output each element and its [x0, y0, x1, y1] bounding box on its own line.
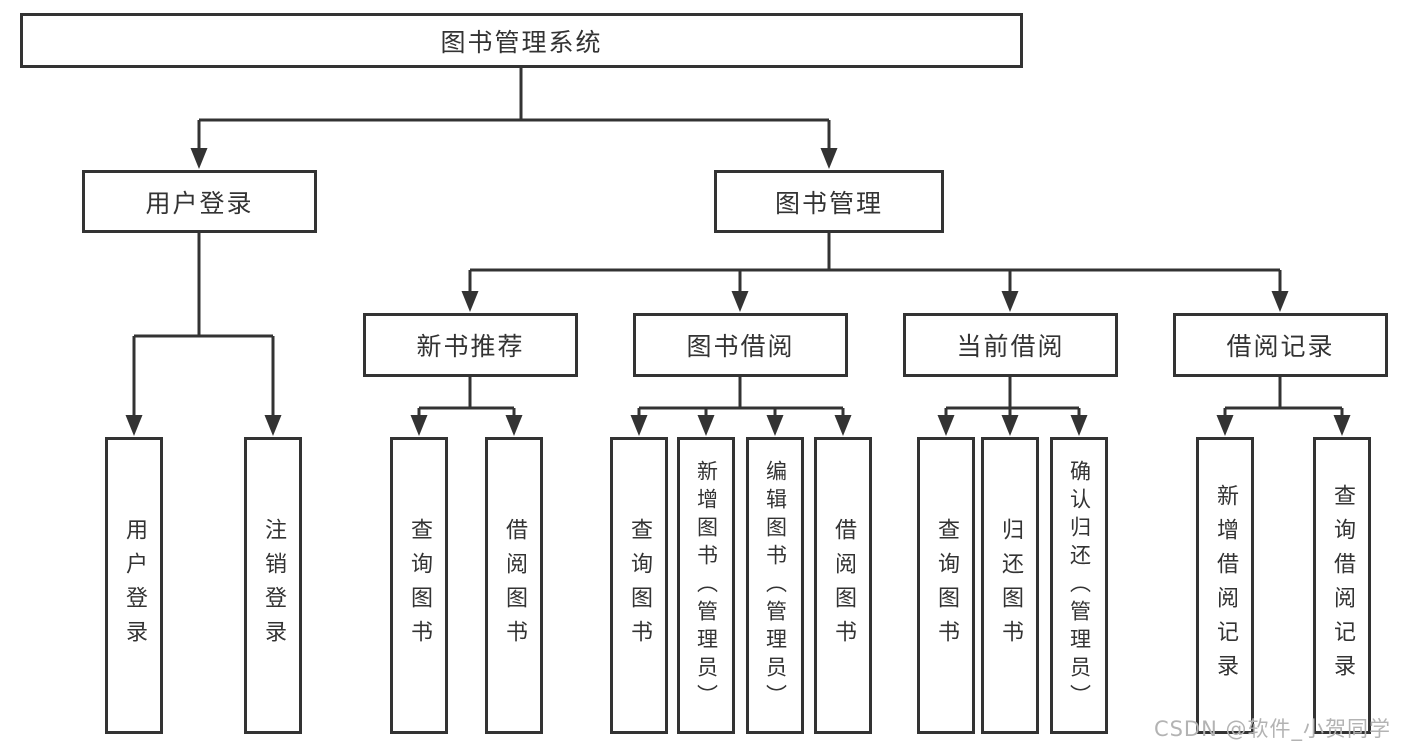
leaf-user-login-label: 用户登录 [122, 517, 147, 654]
leaf-borrow-books: 借阅图书 [814, 437, 872, 734]
node-user-login: 用户登录 [82, 170, 317, 233]
watermark-text: CSDN @软件_小贺同学 [1153, 717, 1391, 741]
node-new-book-recommend: 新书推荐 [363, 313, 578, 377]
leaf-user-login: 用户登录 [105, 437, 163, 734]
node-book-borrowing: 图书借阅 [633, 313, 848, 377]
leaf-query-books-current: 查询图书 [917, 437, 975, 734]
node-current-borrowing: 当前借阅 [903, 313, 1118, 377]
leaf-borrow-books-label: 借阅图书 [831, 517, 856, 654]
node-book-management: 图书管理 [714, 170, 944, 233]
leaf-query-books-borrow: 查询图书 [610, 437, 668, 734]
leaf-confirm-return-admin: 确认归还（管理员） [1050, 437, 1108, 734]
leaf-return-books-label: 归还图书 [998, 517, 1023, 654]
leaf-query-books-current-label: 查询图书 [934, 517, 959, 654]
node-user-login-label: 用户登录 [145, 188, 254, 218]
leaf-return-books: 归还图书 [981, 437, 1039, 734]
node-root-label: 图书管理系统 [440, 27, 603, 57]
leaf-query-books-recommend-label: 查询图书 [407, 517, 432, 654]
leaf-borrow-books-recommend: 借阅图书 [485, 437, 543, 734]
node-current-borrowing-label: 当前借阅 [956, 332, 1065, 361]
node-borrowing-records: 借阅记录 [1173, 313, 1388, 377]
leaf-add-books-admin: 新增图书（管理员） [677, 437, 735, 734]
node-book-management-label: 图书管理 [774, 188, 883, 218]
leaf-borrow-books-recommend-label: 借阅图书 [502, 517, 527, 654]
leaf-edit-books-admin-label: 编辑图书（管理员） [763, 459, 788, 712]
leaf-add-borrow-record-label: 新增借阅记录 [1213, 483, 1238, 688]
node-new-book-recommend-label: 新书推荐 [416, 332, 525, 361]
node-root: 图书管理系统 [20, 13, 1023, 68]
leaf-logout-login: 注销登录 [244, 437, 302, 734]
leaf-query-borrow-record-label: 查询借阅记录 [1330, 483, 1355, 688]
leaf-query-books-borrow-label: 查询图书 [627, 517, 652, 654]
leaf-add-borrow-record: 新增借阅记录 [1196, 437, 1254, 734]
leaf-query-borrow-record: 查询借阅记录 [1313, 437, 1371, 734]
leaf-add-books-admin-label: 新增图书（管理员） [694, 459, 719, 712]
leaf-edit-books-admin: 编辑图书（管理员） [746, 437, 804, 734]
leaf-query-books-recommend: 查询图书 [390, 437, 448, 734]
leaf-logout-login-label: 注销登录 [261, 517, 286, 654]
node-borrowing-records-label: 借阅记录 [1226, 332, 1335, 361]
node-book-borrowing-label: 图书借阅 [686, 332, 795, 361]
leaf-confirm-return-admin-label: 确认归还（管理员） [1067, 459, 1092, 712]
